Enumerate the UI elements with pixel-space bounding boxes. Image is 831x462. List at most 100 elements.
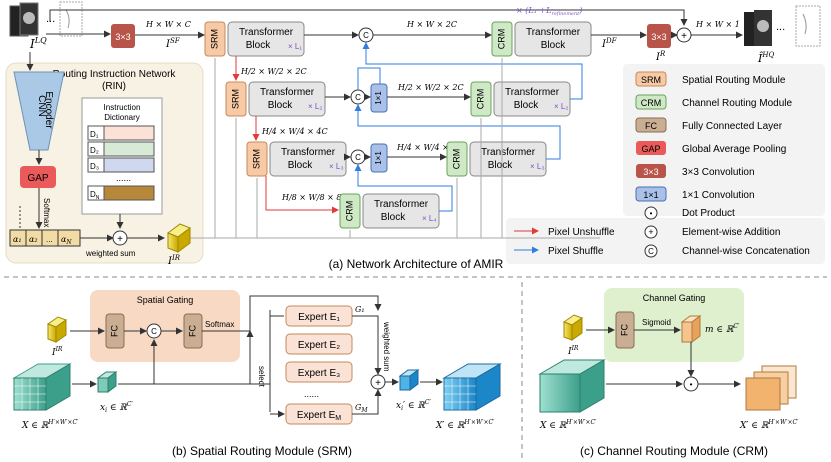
dict-d1: D₁ [90, 130, 99, 139]
srm-x-cube [12, 363, 72, 411]
ihq-label: ÎHQ [757, 51, 774, 65]
gate-gm: GM [355, 403, 368, 414]
expert-e2[interactable] [285, 333, 353, 355]
crm-m-token [680, 315, 702, 343]
dim-hw2c: H × W × 2C [406, 20, 457, 29]
legend-shuffle: Pixel Shuffle [548, 246, 604, 257]
expert-e2-label: Expert E₂ [298, 340, 340, 351]
conv3-input-label: 3×3 [115, 32, 130, 42]
crm-level4-label: CRM [344, 201, 354, 222]
hq-image-stack [744, 5, 821, 47]
crm-m-label: m ∈ ℝC′ [705, 323, 740, 335]
expert-em-label: Expert EM [297, 410, 341, 422]
expert-e1-label: Expert E₁ [298, 312, 340, 323]
conv1-level3-label: 1×1 [374, 151, 383, 165]
srm-level2 [225, 81, 247, 117]
crm-x-cube [538, 359, 606, 413]
expert-dots: ...... [304, 389, 319, 399]
crm-level2-label: CRM [475, 89, 485, 110]
srm-fc2-label: FC [187, 325, 197, 337]
crm-xp-cube [745, 365, 797, 411]
srm-fc1-label: FC [109, 325, 119, 337]
legend-key-cat: C [648, 247, 654, 256]
srm-x-label: X ∈ ℝH′×W′×C′ [21, 419, 79, 431]
gap-block [20, 166, 56, 188]
legend-cat: Channel-wise Concatenation [682, 246, 810, 257]
caption-c: (c) Channel Routing Module (CRM) [580, 444, 768, 458]
conv3-input [111, 24, 135, 48]
tb-level1-l1: Transformer [239, 27, 294, 38]
srm-level1 [204, 21, 226, 57]
alpha2: α₂ [29, 235, 38, 244]
legend-key-add: + [648, 227, 653, 237]
dim-hwc: H × W × C [145, 20, 191, 29]
tb-level2-l2: Block [268, 100, 293, 111]
legend-key-dot: • [650, 209, 653, 218]
legend-arrows-panel [506, 218, 825, 264]
loss-note: × (L₁ +Lrefinement) [516, 6, 582, 17]
lq-dots: ... [46, 13, 55, 25]
dict-title: Instruction [104, 103, 141, 112]
srm-add-label: + [375, 378, 381, 389]
legend-panel [623, 64, 825, 216]
conv1-level3 [370, 143, 388, 173]
dict-d3: D₃ [90, 162, 99, 171]
tb-level2-l1: Transformer [260, 87, 315, 98]
expert-e3[interactable] [285, 361, 353, 383]
conv3-output-label: 3×3 [651, 32, 666, 42]
rin-softmax: Softmax [42, 198, 51, 227]
rin-ir-label: IIR [167, 254, 181, 267]
crm-dot-label: • [690, 380, 693, 389]
legend-conv1: 1×1 Convolution [682, 190, 755, 201]
legend-add: Element-wise Addition [682, 227, 780, 238]
crm-level1-label: CRM [496, 29, 506, 50]
tb-level4-mult: × L₄ [422, 214, 437, 223]
legend-key-crm: CRM [641, 98, 662, 108]
tb-level1-l2: Block [246, 40, 271, 51]
crm-level3-label: CRM [451, 149, 461, 170]
channel-gating-panel [604, 288, 744, 362]
cat-level2-label: C [355, 93, 361, 102]
alpha-vector [9, 229, 81, 247]
dim-level2: H/2 × W/2 × 2C [240, 67, 307, 76]
tb-level1-mult: × L₁ [288, 42, 302, 51]
tb-refine-l2: Block [541, 40, 566, 51]
legend-key-fc: FC [645, 121, 657, 131]
expert-e3-label: Expert E₃ [298, 368, 340, 379]
rin-title2: (RIN) [102, 81, 126, 92]
isf-label: ISF [165, 37, 181, 50]
tb-level4-l2: Block [381, 212, 406, 223]
legend-key-gap: GAP [641, 144, 660, 154]
tb-level2-mult: × L₂ [308, 102, 322, 111]
srm-xp-label: X′ ∈ ℝH′×W′×C′ [435, 419, 495, 431]
tb-level3-mult: × L₃ [329, 162, 344, 171]
tb-level3-dec-l2: Block [488, 160, 513, 171]
dict-dn-bar [103, 185, 155, 201]
gap-label: GAP [27, 173, 48, 184]
add-output-label: + [681, 31, 687, 42]
crm-level3 [446, 141, 468, 177]
crm-ir-label: IIR [567, 345, 579, 357]
legend-key-3x3: 3×3 [643, 167, 658, 177]
tb-level2-dec-l2: Block [514, 100, 539, 111]
crm-sigmoid: Sigmoid [642, 318, 671, 327]
spatial-gating-title: Spatial Gating [137, 295, 194, 305]
srm-cat-label: C [151, 327, 157, 336]
legend-crm: Channel Routing Module [682, 98, 793, 109]
rin-weighted-sum: weighted sum [85, 249, 136, 258]
tb-level3-l2: Block [288, 160, 313, 171]
ilq-label: ILQ [29, 36, 47, 51]
dim-hw1: H × W × 1 [695, 20, 740, 29]
crm-ir-icon [562, 314, 584, 341]
crm-fc-label: FC [619, 324, 629, 336]
conv3-output [647, 24, 671, 48]
dict-dn: DN [90, 190, 100, 201]
dim-level3b: H/4 × W/4 × 4C [396, 143, 463, 152]
legend-srm: Spatial Routing Module [682, 75, 786, 86]
cnn-label: CNN [36, 95, 47, 117]
alphan: αN [61, 235, 72, 246]
dict-d2: D₂ [90, 146, 99, 155]
legend: SRM Spatial Routing Module CRM Channel R… [514, 71, 810, 258]
conv1-level2 [370, 83, 388, 113]
